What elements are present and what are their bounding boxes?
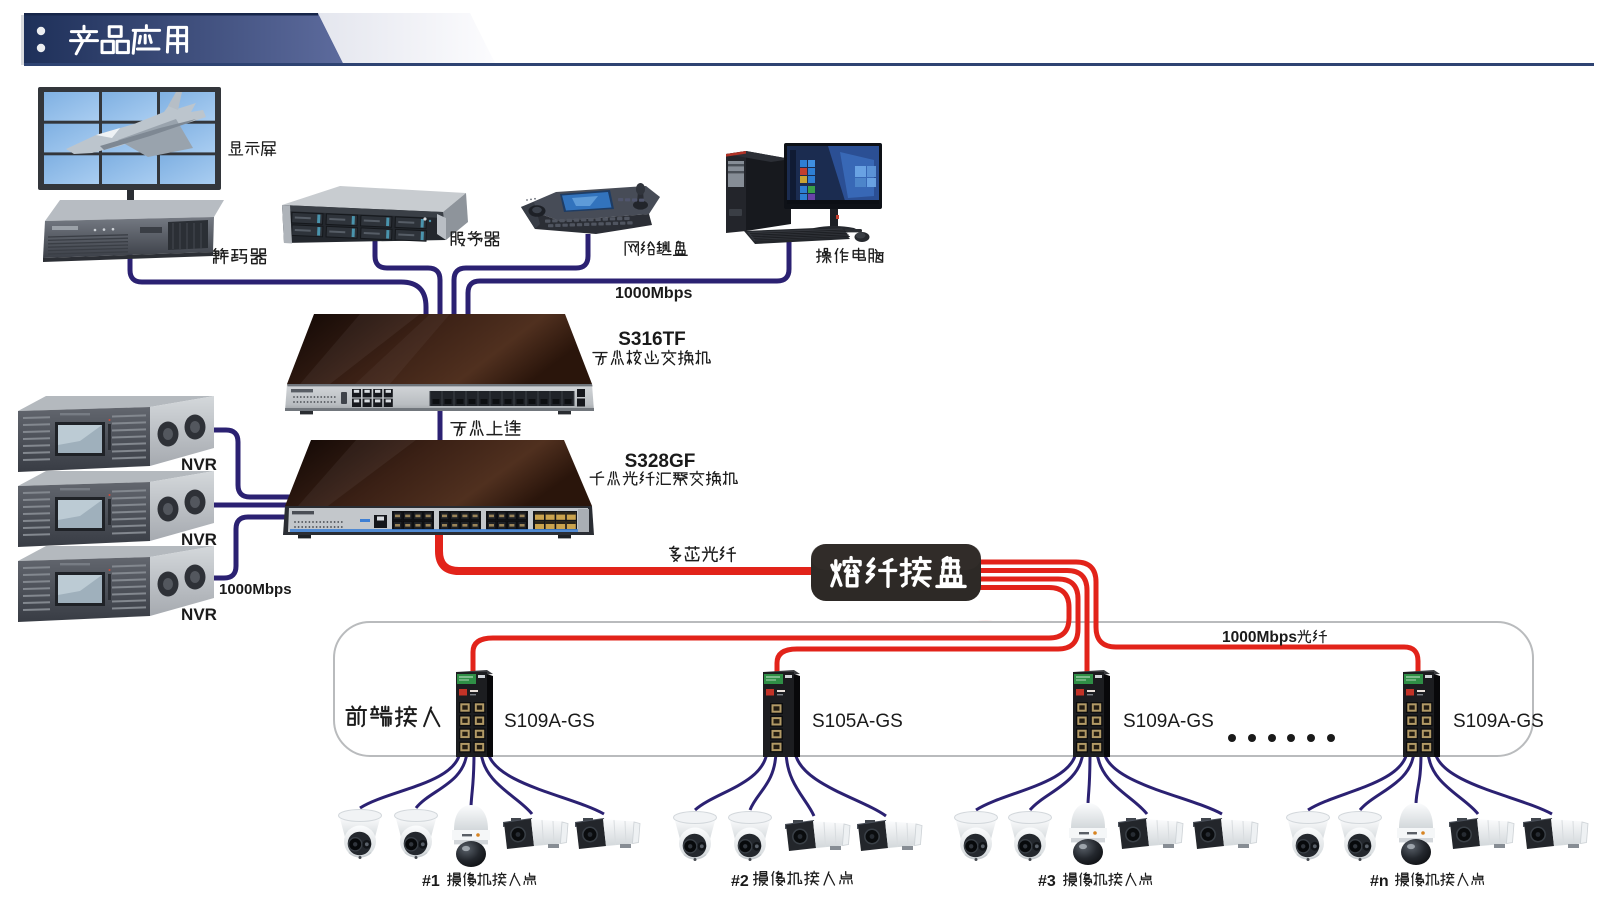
svg-text:#2: #2 <box>731 873 749 890</box>
svg-text:#1: #1 <box>422 873 440 890</box>
svg-text:NVR: NVR <box>181 605 217 624</box>
svg-text:S109A-GS: S109A-GS <box>1123 711 1214 732</box>
svg-text:#n: #n <box>1370 873 1389 890</box>
svg-text:S105A-GS: S105A-GS <box>812 711 903 732</box>
svg-text:NVR: NVR <box>181 455 217 474</box>
svg-text:NVR: NVR <box>181 530 217 549</box>
svg-text:#3: #3 <box>1038 873 1056 890</box>
svg-text:S328GF: S328GF <box>625 451 696 472</box>
svg-text:S316TF: S316TF <box>618 329 686 350</box>
svg-text:1000Mbps: 1000Mbps <box>219 581 292 598</box>
svg-text:1000Mbps: 1000Mbps <box>1222 629 1297 646</box>
svg-text:S109A-GS: S109A-GS <box>1453 711 1544 732</box>
svg-text:1000Mbps: 1000Mbps <box>615 285 692 302</box>
svg-text:S109A-GS: S109A-GS <box>504 711 595 732</box>
